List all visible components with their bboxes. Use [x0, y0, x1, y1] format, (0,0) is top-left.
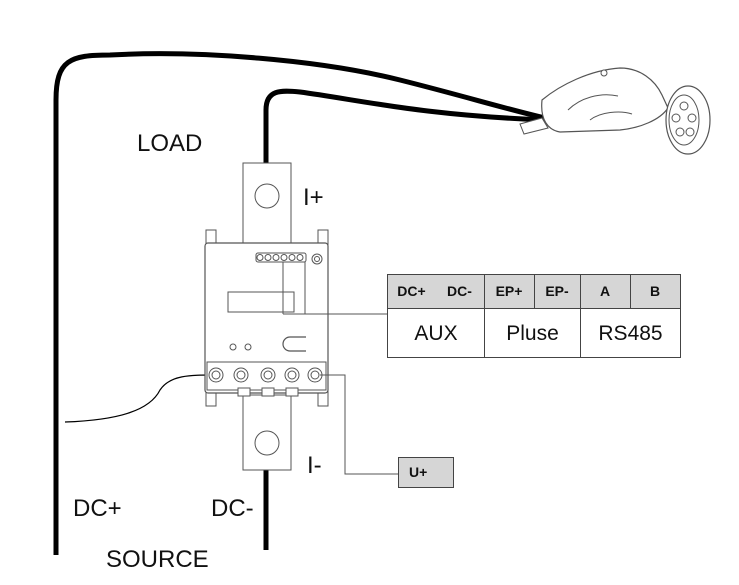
meter-body [204, 229, 329, 407]
group-pluse: Pluse [506, 322, 559, 345]
pin-ep-minus: EP- [545, 283, 569, 299]
pin-dc-plus: DC+ [397, 283, 426, 299]
leader-uplus [320, 374, 398, 475]
pin-b: B [649, 283, 661, 299]
dc-plus-label: DC+ [73, 495, 122, 522]
table-divider [630, 275, 631, 308]
u-plus-box: U+ [398, 457, 454, 488]
table-divider [484, 275, 485, 357]
terminal-table: DC+ DC- EP+ EP- A B AUX Pluse RS485 [387, 274, 681, 358]
source-label: SOURCE [106, 546, 209, 573]
busbar-top [242, 162, 292, 244]
dc-minus-label: DC- [211, 495, 254, 522]
ev-charger-plug-icon [519, 67, 711, 155]
i-minus-label: I- [307, 452, 322, 479]
group-aux: AUX [414, 322, 458, 345]
group-rs485: RS485 [598, 322, 663, 345]
table-divider [580, 275, 581, 357]
load-label: LOAD [137, 130, 203, 157]
i-plus-label: I+ [303, 184, 324, 211]
sense-wire [64, 374, 216, 423]
busbar-bottom [242, 394, 292, 471]
load-wire [263, 88, 546, 195]
terminal-screws-bottom [208, 367, 323, 383]
table-divider [534, 275, 535, 308]
pin-ep-plus: EP+ [495, 283, 523, 299]
pin-dc-minus: DC- [447, 283, 472, 299]
dc-plus-wire [53, 51, 546, 555]
pin-a: A [599, 283, 611, 299]
terminal-block-top [255, 252, 323, 265]
